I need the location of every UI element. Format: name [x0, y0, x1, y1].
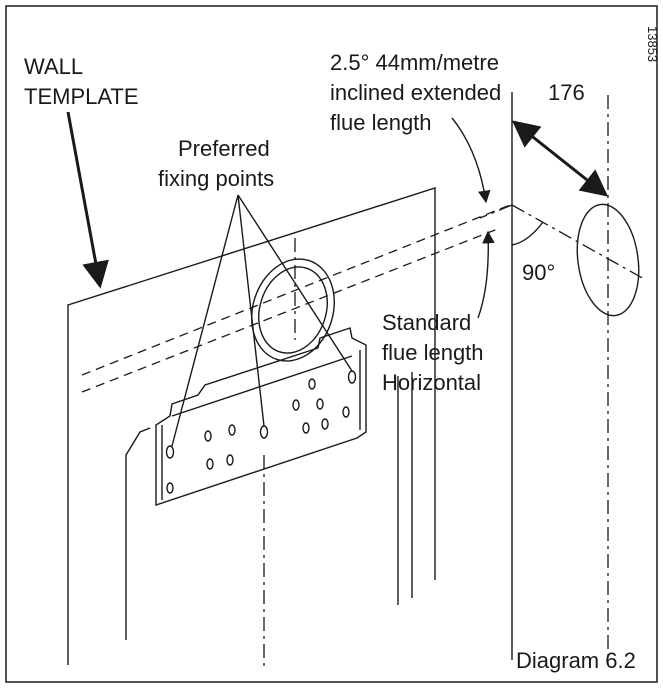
- fixing-points-leaders: [171, 194, 353, 447]
- right-angle-arc: [511, 221, 544, 246]
- dimension-label: 176: [548, 80, 585, 105]
- inclined-flue-arrow: [451, 117, 491, 204]
- dimension-arrow: [511, 120, 609, 197]
- diagram-id-number: 13853: [645, 26, 660, 62]
- wall-template-arrow: [66, 111, 109, 289]
- fixing-points-label-line2: fixing points: [158, 166, 274, 191]
- fixing-points-label-line1: Preferred: [178, 136, 270, 161]
- standard-flue-arrow: [477, 230, 495, 319]
- standard-flue-label-line1: Standard: [382, 310, 471, 335]
- standard-flue-label-line2: flue length: [382, 340, 484, 365]
- diagram-caption: Diagram 6.2: [516, 648, 636, 673]
- standard-flue-label-line3: Horizontal: [382, 370, 481, 395]
- inclined-flue-label-line2: inclined extended: [330, 80, 501, 105]
- wall-template-sheet: [67, 187, 436, 665]
- mounting-bracket: [155, 327, 367, 506]
- inclined-flue-label-line1: 2.5° 44mm/metre: [330, 50, 499, 75]
- flue-terminal: [479, 203, 647, 317]
- wall-template-label-line2: TEMPLATE: [24, 84, 139, 109]
- wall-template-label-line1: WALL: [24, 54, 83, 79]
- inclined-flue-label-line3: flue length: [330, 110, 432, 135]
- external-wall: [511, 92, 609, 665]
- diagram-frame: [5, 5, 658, 683]
- boiler-outline: [125, 372, 413, 640]
- flue-outlet-circle: [251, 258, 335, 362]
- flue-lines: [81, 204, 511, 393]
- angle-label: 90°: [522, 260, 555, 285]
